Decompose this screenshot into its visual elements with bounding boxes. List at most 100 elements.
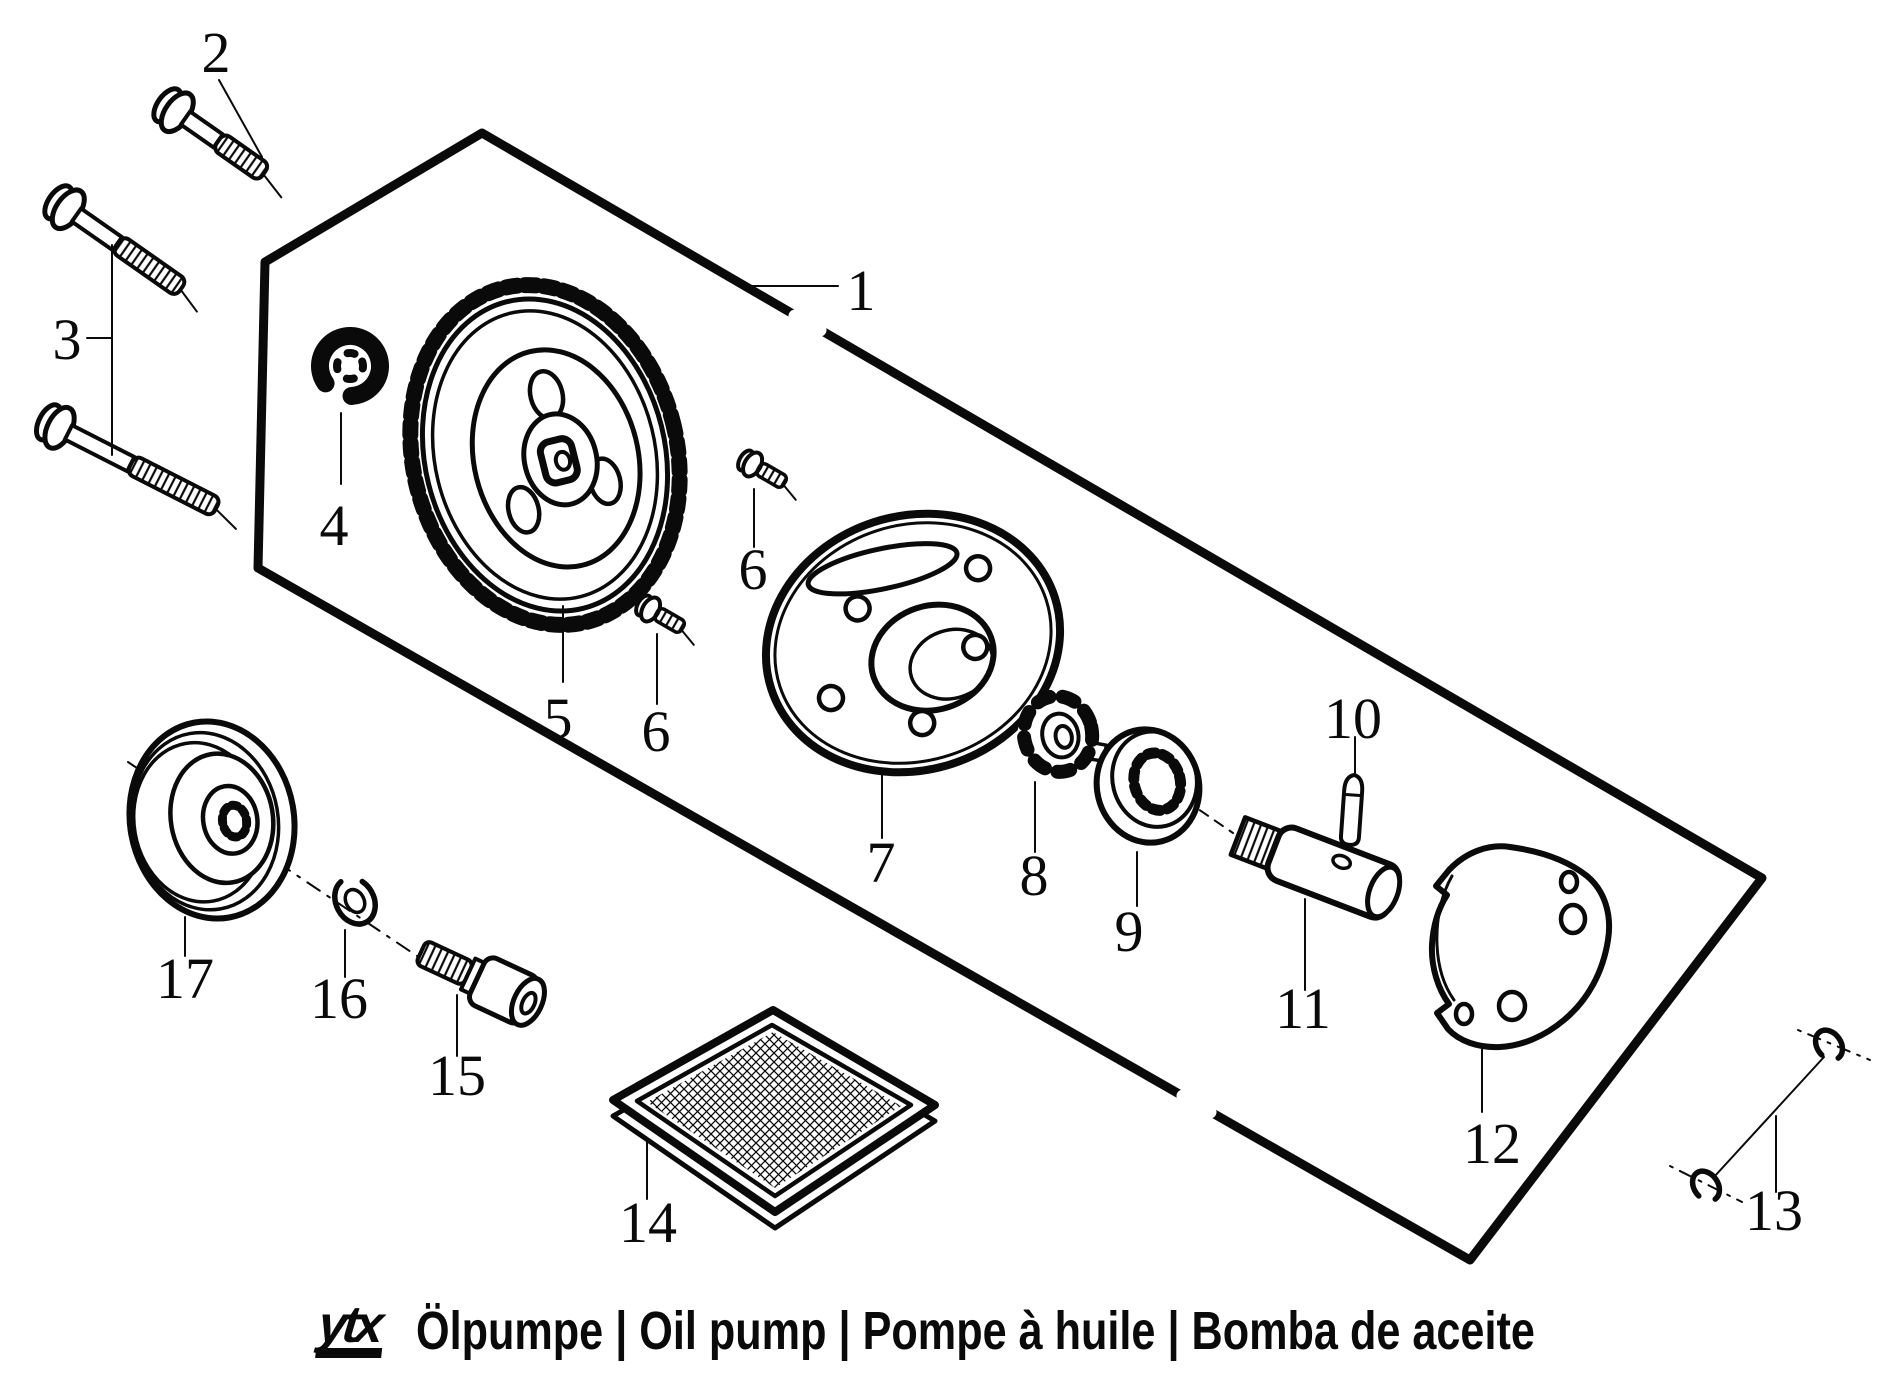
eclip-ring <box>311 327 389 405</box>
rotor-lobes <box>1016 689 1100 779</box>
brand-logo: ytx <box>315 1296 388 1359</box>
shaft-oil-hole <box>1331 853 1353 871</box>
sprocket-teeth <box>402 277 688 633</box>
callout-11: 11 <box>1275 976 1331 1041</box>
part-9-outer-rotor <box>1093 726 1203 846</box>
strainer-inner-frame <box>634 1022 914 1199</box>
outline-dash-gap <box>1176 1089 1217 1119</box>
part-12-cover-plate <box>1428 843 1613 1051</box>
callout-5: 5 <box>544 686 573 751</box>
callout-1: 1 <box>847 258 876 323</box>
callout-4: 4 <box>320 493 349 558</box>
part-13-washers <box>1669 1027 1871 1204</box>
housing-hole <box>961 632 990 662</box>
part-6-screw-lower <box>634 593 695 646</box>
part-8-inner-rotor <box>1016 689 1109 779</box>
part-17-pulley <box>126 718 298 922</box>
callout-6a: 6 <box>739 537 768 602</box>
callout-9: 9 <box>1115 899 1144 964</box>
pin-body <box>1338 773 1365 847</box>
leader-2 <box>218 79 263 158</box>
part-11-shaft <box>1228 815 1403 921</box>
callout-labels: 1 2 3 4 5 6 6 7 8 9 10 11 12 13 14 15 16… <box>53 20 1804 1255</box>
shaft-end-face <box>1365 864 1403 920</box>
part-16-lock-washer <box>332 875 378 927</box>
pulley-spline-bore <box>217 800 252 842</box>
washer-axis <box>1669 1165 1743 1203</box>
insertion-line <box>681 630 695 646</box>
callout-15: 15 <box>428 1043 486 1108</box>
insertion-line <box>180 290 198 313</box>
part-3-bolt-upper <box>42 183 198 313</box>
bolt-shank <box>62 423 137 474</box>
callout-2: 2 <box>202 20 231 85</box>
sprocket-inner-rim <box>430 309 660 601</box>
insertion-line <box>263 174 283 199</box>
callout-8: 8 <box>1020 843 1049 908</box>
callout-7: 7 <box>867 830 896 895</box>
eclip-prongs <box>333 349 367 383</box>
callout-16: 16 <box>310 966 368 1031</box>
part-10-pin <box>1338 773 1365 847</box>
cover-hole <box>1558 869 1580 895</box>
rotor-bore <box>1053 723 1074 750</box>
cover-plate-body <box>1428 843 1613 1051</box>
part-3-bolt-lower <box>33 402 237 530</box>
pump-body-outline <box>253 128 1767 1265</box>
screw-threads <box>755 462 789 489</box>
e-washer <box>1812 1027 1846 1063</box>
housing-hole <box>843 594 872 623</box>
washer-link-line <box>1713 1056 1825 1178</box>
insertion-line <box>783 485 797 501</box>
caption-text: Ölpumpe | Oil pump | Pompe à huile | Bom… <box>416 1301 1536 1361</box>
cover-hole <box>1453 1001 1475 1027</box>
cover-hole <box>1496 989 1528 1023</box>
part-4-eclip <box>311 327 389 405</box>
e-washer-ring <box>1689 1168 1723 1204</box>
housing-hole <box>963 553 993 583</box>
part-5-sprocket <box>402 277 688 633</box>
housing-bore-crescent <box>908 627 995 701</box>
housing-hole <box>816 683 846 713</box>
callout-3: 3 <box>53 307 82 372</box>
sprocket-hole <box>505 484 542 535</box>
part-14-strainer <box>609 1006 939 1231</box>
bolt-threads <box>126 455 221 517</box>
caption-bar: ytx Ölpumpe | Oil pump | Pompe à huile |… <box>315 1296 1815 1361</box>
screw-threads <box>653 607 687 634</box>
pulley-groove <box>129 730 281 912</box>
callout-12: 12 <box>1463 1111 1521 1176</box>
part-2-screw <box>151 86 283 199</box>
insertion-line <box>216 509 237 530</box>
strainer-mesh <box>647 1032 901 1188</box>
part-7-rotor-housing <box>761 509 1065 777</box>
callout-6b: 6 <box>642 699 671 764</box>
washer-ring <box>332 875 378 927</box>
washer-axis <box>1797 1029 1871 1061</box>
bolt-threads <box>112 236 187 296</box>
housing-hole <box>907 708 937 738</box>
cover-plate-rim <box>1435 874 1456 1002</box>
rotor-spline-bore <box>1128 747 1187 816</box>
callout-10: 10 <box>1324 686 1382 751</box>
housing-rim <box>773 521 1053 765</box>
leader-lines <box>86 79 1777 1200</box>
part-6-screw-upper <box>736 448 797 501</box>
cover-hole <box>1558 902 1588 936</box>
e-washer <box>1689 1168 1723 1204</box>
leader-3-bracket <box>86 244 113 456</box>
callout-14: 14 <box>619 1190 677 1255</box>
outline-dash-gap <box>788 309 827 337</box>
callout-13: 13 <box>1745 1178 1803 1243</box>
sprocket-hub-hole <box>553 449 573 472</box>
pin-dome-line <box>1342 792 1364 798</box>
bolt-hex-socket <box>519 990 538 1016</box>
washer-inner <box>343 887 367 915</box>
e-washer-ring <box>1812 1027 1846 1063</box>
assembly-axis-pulley <box>127 761 421 959</box>
housing-crescent-slot <box>805 541 960 597</box>
rotor-face <box>1110 729 1199 829</box>
part-15-socket-bolt <box>415 940 547 1028</box>
